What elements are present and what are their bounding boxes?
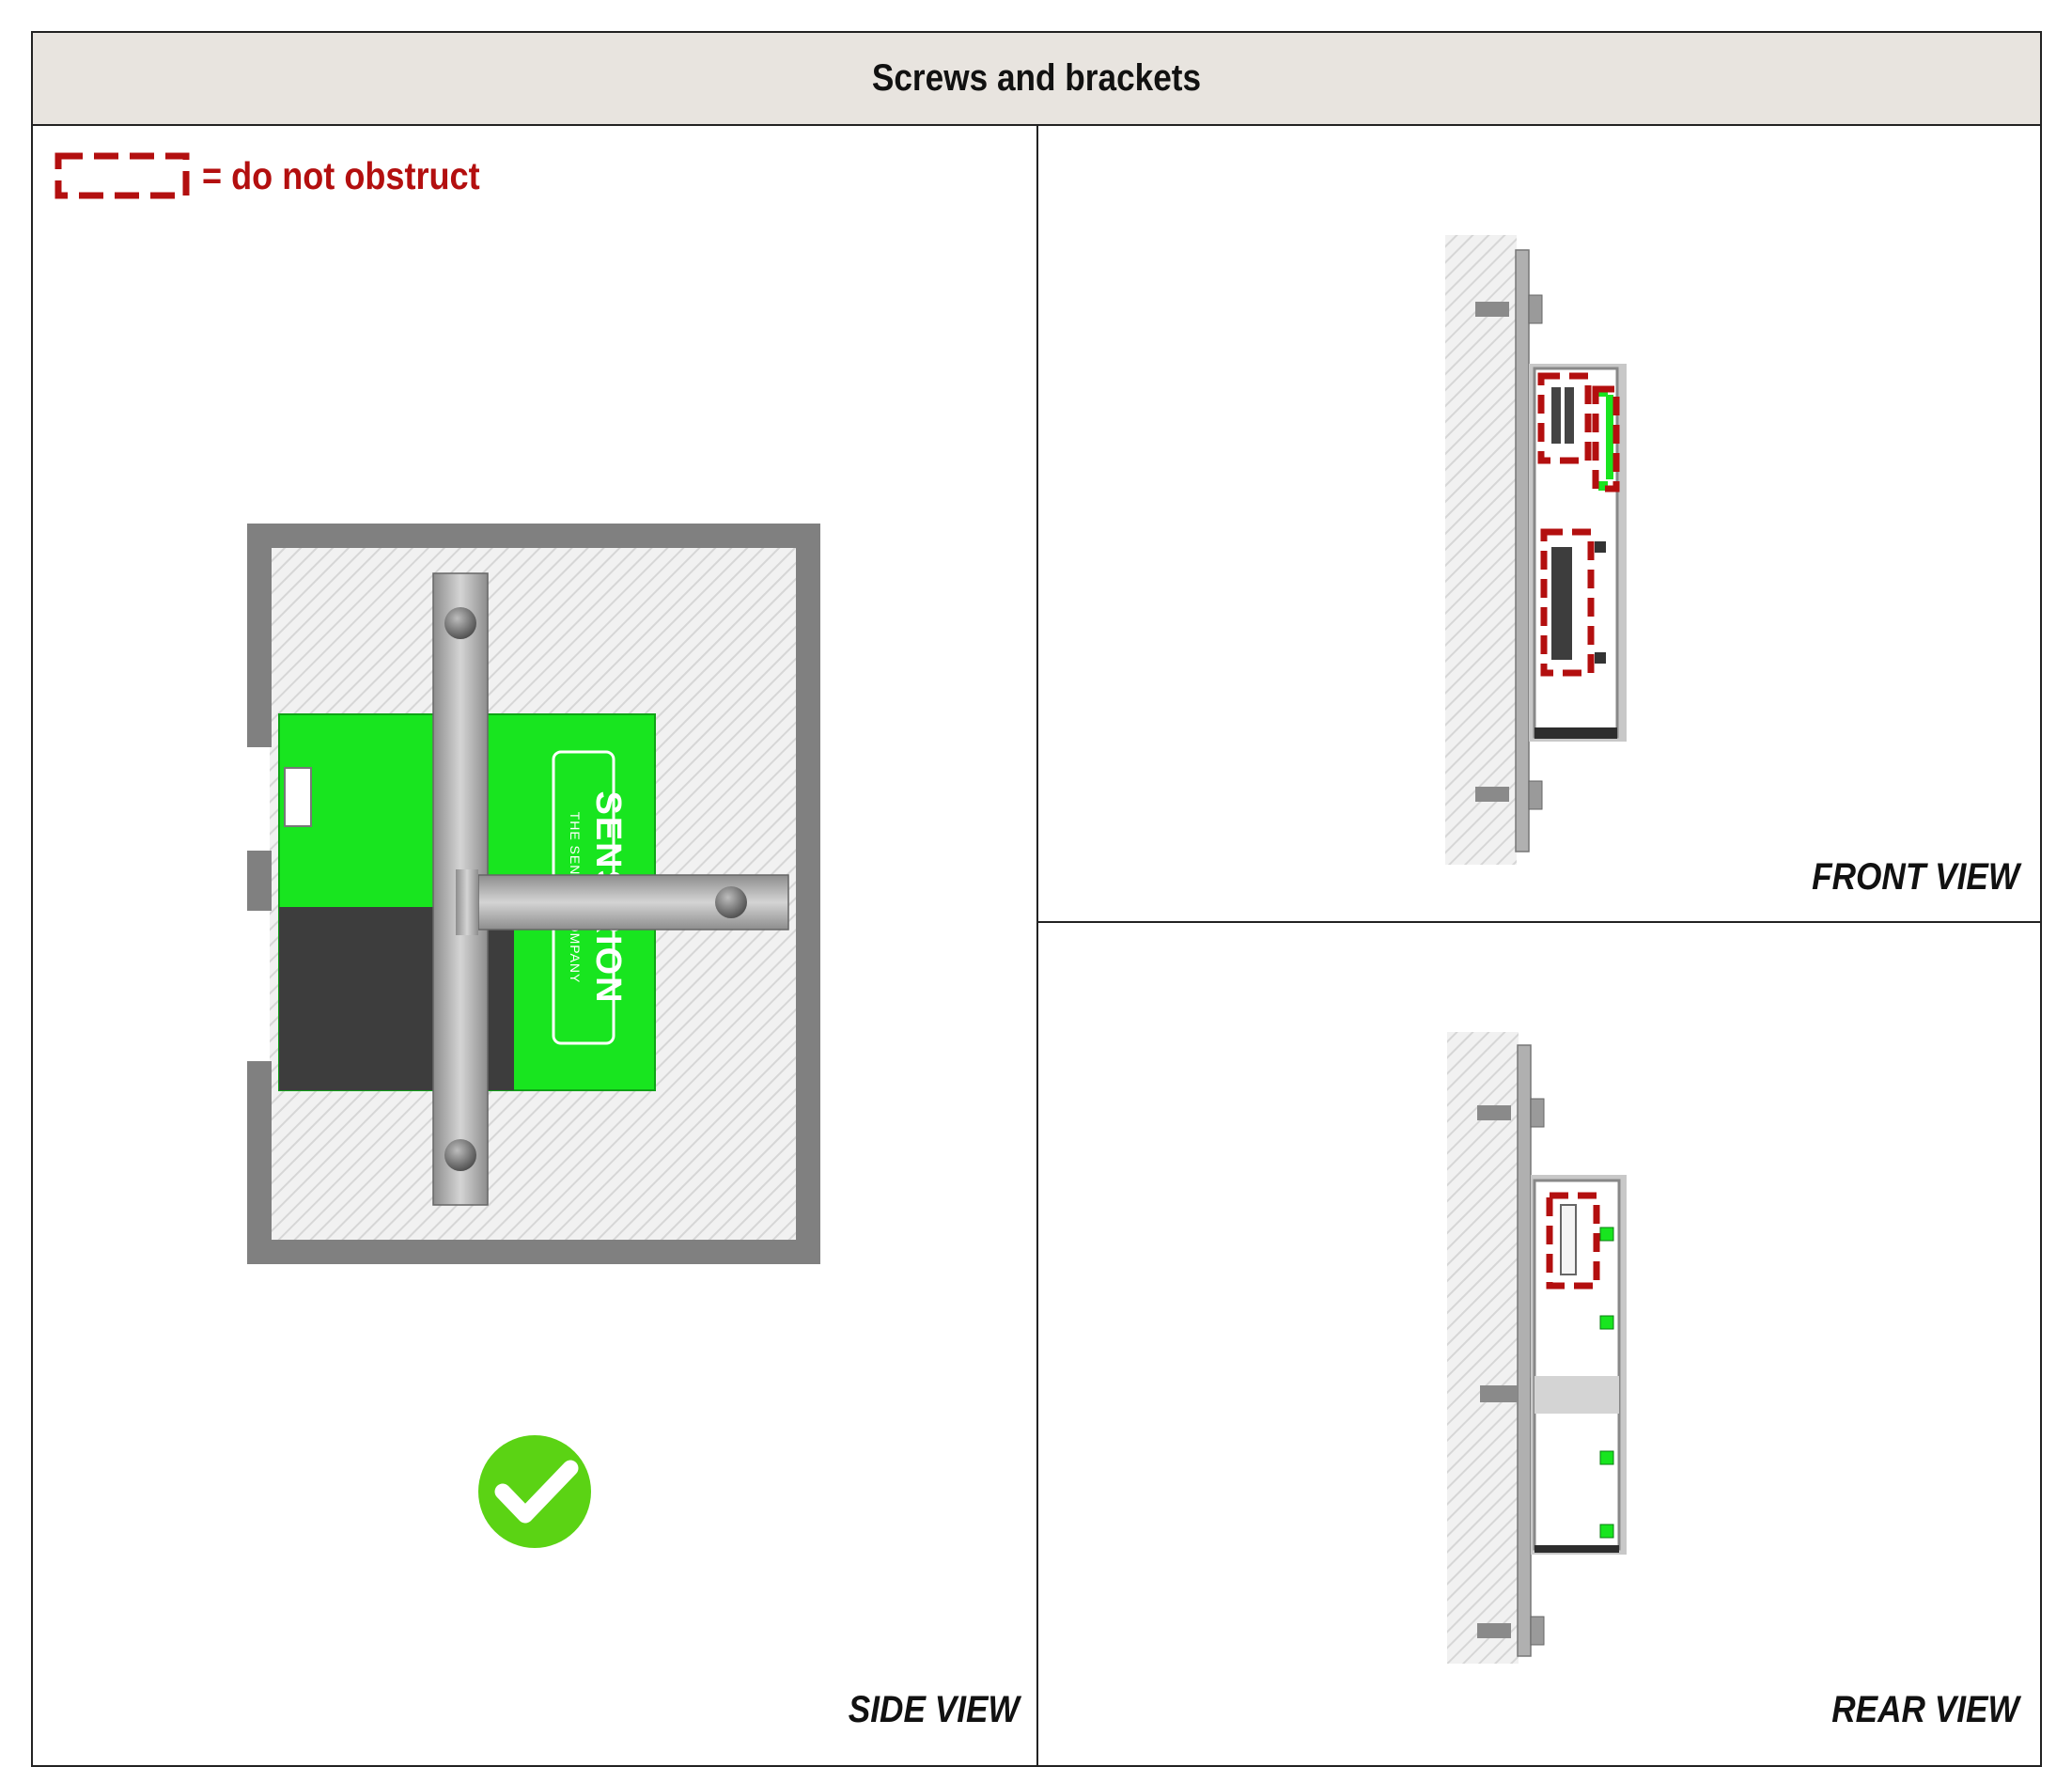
- wall-anchor: [1475, 294, 1543, 810]
- page-title: Screws and brackets: [871, 57, 1202, 99]
- wall: [1445, 235, 1517, 865]
- header-bar: Screws and brackets: [33, 33, 2040, 126]
- wall-anchor: [1477, 1098, 1547, 1646]
- rear-view-label: REAR VIEW: [1831, 1689, 2019, 1730]
- dashed-box-legend-icon: [55, 152, 190, 199]
- sensor-module-rear: [1531, 1175, 1627, 1555]
- legend: = do not obstruct: [55, 152, 518, 199]
- vertical-divider: [1036, 124, 1038, 1767]
- do-not-obstruct-zone: [1537, 372, 1620, 677]
- screw-icon: [444, 607, 476, 639]
- screw-icon: [715, 886, 747, 918]
- front-view-drawing: [1445, 235, 1627, 865]
- legend-text: = do not obstruct: [202, 153, 480, 197]
- horizontal-divider: [1038, 921, 2042, 923]
- screw-icon: [444, 1139, 476, 1171]
- wall: [1447, 1032, 1519, 1664]
- do-not-obstruct-zone: [1546, 1192, 1600, 1290]
- rear-view-drawing: [1447, 1032, 1627, 1664]
- diagram-frame: Screws and brackets = do not obstruct: [31, 31, 2042, 1767]
- front-view-label: FRONT VIEW: [1812, 856, 2019, 898]
- checkmark-icon: [478, 1435, 591, 1548]
- mounting-bracket: [432, 572, 789, 1206]
- side-view-drawing: SENSIRION THE SENSOR COMPANY: [247, 524, 820, 1548]
- side-view-label: SIDE VIEW: [849, 1689, 1020, 1730]
